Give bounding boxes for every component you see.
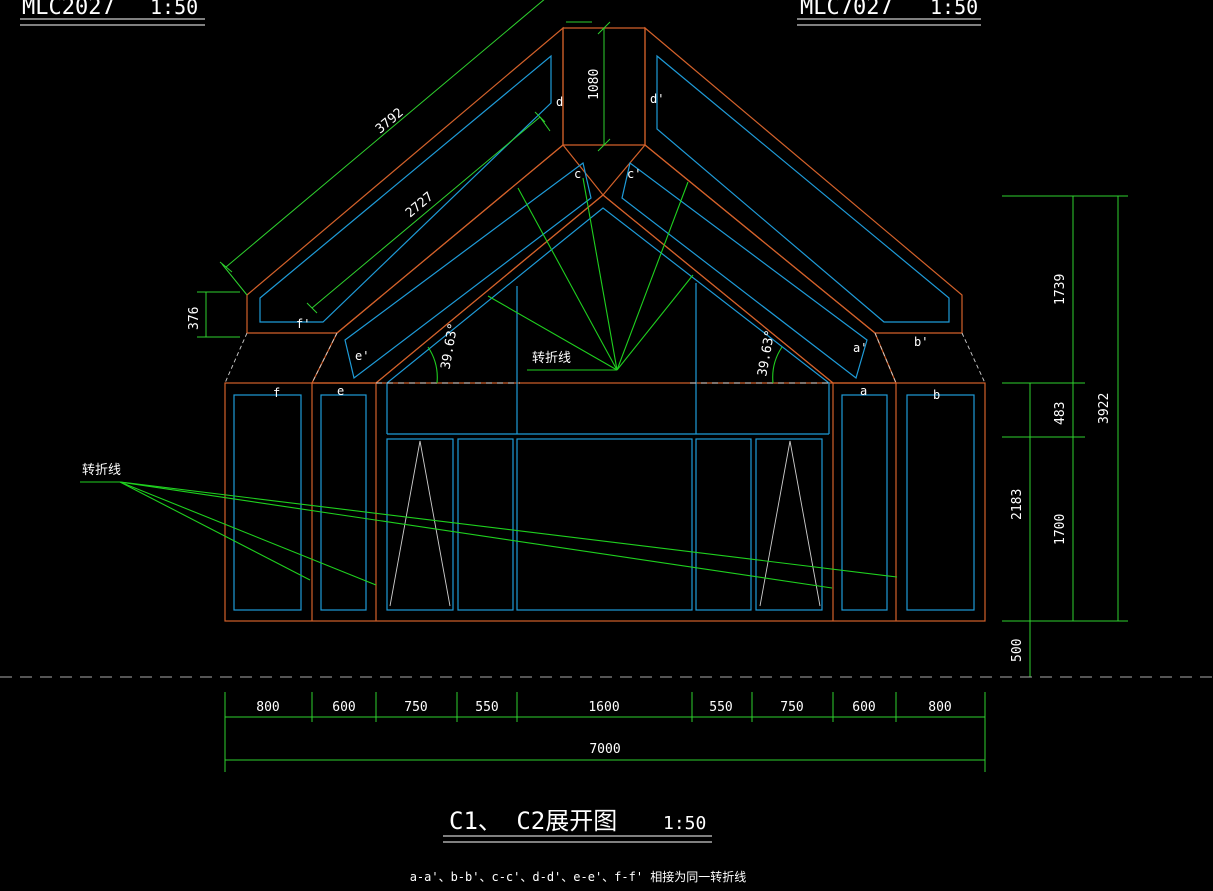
dim-text-376: 376 bbox=[187, 307, 202, 330]
facade-frame bbox=[224, 382, 986, 622]
glass-550-left bbox=[457, 438, 514, 611]
label-b2: b' bbox=[914, 335, 928, 349]
dim-text-1700: 1700 bbox=[1053, 514, 1068, 545]
label-a2: a' bbox=[853, 341, 867, 355]
left-slope-glass bbox=[259, 54, 552, 323]
leader-b bbox=[119, 481, 898, 578]
fold-leaders-left bbox=[80, 481, 898, 589]
fold-connector-f bbox=[224, 332, 248, 384]
leader-c2 bbox=[582, 177, 618, 371]
glass-550-right bbox=[695, 438, 752, 611]
label-f: f bbox=[273, 386, 280, 400]
fold-line-label-top: 转折线 bbox=[532, 351, 571, 366]
facade-outline bbox=[224, 382, 986, 622]
dim-text-800-a: 800 bbox=[256, 700, 279, 715]
dim-text-600-a: 600 bbox=[332, 700, 355, 715]
dim-tick-1080-b bbox=[597, 138, 611, 152]
dim-text-750-b: 750 bbox=[780, 700, 803, 715]
left-slope-panel bbox=[246, 26, 564, 334]
drawing-title: C1、 C2展开图 bbox=[449, 807, 617, 835]
dim-text-800-b: 800 bbox=[928, 700, 951, 715]
fold-note: a-a'、b-b'、c-c'、d-d'、e-e'、f-f' 相接为同一转折线 bbox=[410, 869, 747, 884]
right-inner-glass bbox=[621, 161, 868, 380]
leader-d bbox=[616, 181, 689, 371]
dim-text-2727: 2727 bbox=[403, 189, 437, 221]
roof-glass bbox=[259, 54, 950, 380]
glass-1600 bbox=[516, 438, 693, 611]
angle-label-right: 39.63° bbox=[755, 329, 778, 378]
dim-text-483: 483 bbox=[1053, 402, 1068, 425]
fold-connector-e bbox=[311, 332, 338, 384]
dim-text-600-b: 600 bbox=[852, 700, 875, 715]
dim-text-7000: 7000 bbox=[589, 742, 620, 757]
door-swing-right bbox=[759, 440, 821, 607]
label-a: a bbox=[860, 384, 867, 398]
right-drawing-scale: 1:50 bbox=[930, 0, 978, 19]
leader-e bbox=[119, 481, 377, 586]
label-e: e bbox=[337, 384, 344, 398]
glass-e bbox=[320, 394, 367, 611]
dim-text-3792: 3792 bbox=[373, 105, 407, 137]
leader-f bbox=[119, 481, 311, 581]
fold-line-label-left: 转折线 bbox=[82, 463, 121, 478]
dim-text-3922: 3922 bbox=[1097, 393, 1112, 424]
fold-connector-b bbox=[961, 332, 986, 384]
dim-text-1080: 1080 bbox=[587, 69, 602, 100]
right-slope-panel bbox=[644, 26, 963, 334]
fold-leaders-top bbox=[487, 177, 694, 371]
slope-dimensions bbox=[197, 0, 611, 338]
dim-text-1739: 1739 bbox=[1053, 274, 1068, 305]
dim-text-550-a: 550 bbox=[475, 700, 498, 715]
dim-text-2183: 2183 bbox=[1010, 489, 1025, 520]
drawing-title-scale: 1:50 bbox=[663, 813, 706, 834]
gable-apex-line bbox=[375, 194, 834, 384]
dim-line-2727 bbox=[311, 116, 541, 309]
left-drawing-code: MLC2027 bbox=[22, 0, 115, 20]
dim-tick-3792-a bbox=[219, 261, 233, 273]
right-dimensions bbox=[1002, 195, 1128, 677]
left-drawing-scale: 1:50 bbox=[150, 0, 198, 19]
label-b: b bbox=[933, 388, 940, 402]
glass-b bbox=[906, 394, 975, 611]
door-glass-left bbox=[386, 438, 454, 611]
label-d: d bbox=[556, 95, 563, 109]
label-c2: c' bbox=[627, 167, 641, 181]
label-d2: d' bbox=[650, 92, 664, 106]
dim-text-1600: 1600 bbox=[588, 700, 619, 715]
right-slope-glass bbox=[656, 54, 950, 323]
glass-f bbox=[233, 394, 302, 611]
dim-text-500: 500 bbox=[1010, 639, 1025, 662]
dim-text-750-a: 750 bbox=[404, 700, 427, 715]
label-e2: e' bbox=[355, 349, 369, 363]
gable-glass-outline bbox=[386, 207, 830, 434]
facade-glass bbox=[233, 207, 975, 611]
door-glass-right bbox=[755, 438, 823, 611]
bottom-dimensions bbox=[224, 692, 986, 772]
angle-arc-left bbox=[427, 346, 438, 384]
glass-a bbox=[841, 394, 888, 611]
dim-tick-2727-a bbox=[306, 302, 318, 314]
label-f2: f' bbox=[296, 317, 310, 331]
right-drawing-code: MLC7027 bbox=[800, 0, 893, 20]
dim-tick-1080-a bbox=[597, 21, 611, 35]
leader-right bbox=[616, 274, 694, 371]
label-c: c bbox=[574, 167, 581, 181]
left-inner-glass bbox=[344, 161, 592, 380]
door-swing-left bbox=[389, 440, 451, 607]
leader-c bbox=[517, 187, 618, 371]
fold-connector-a bbox=[874, 332, 897, 384]
leader-left bbox=[487, 295, 618, 371]
angle-arc-right bbox=[772, 346, 783, 384]
fold-letters: d d' c c' f' e' a' b' f e a b bbox=[273, 92, 940, 402]
dim-ext-3792 bbox=[221, 263, 248, 296]
roof-frame bbox=[224, 26, 986, 384]
dim-text-550-b: 550 bbox=[709, 700, 732, 715]
leader-a bbox=[119, 481, 833, 589]
dim-ext-2727 bbox=[539, 116, 551, 132]
dim-line-3792 bbox=[225, 0, 545, 268]
